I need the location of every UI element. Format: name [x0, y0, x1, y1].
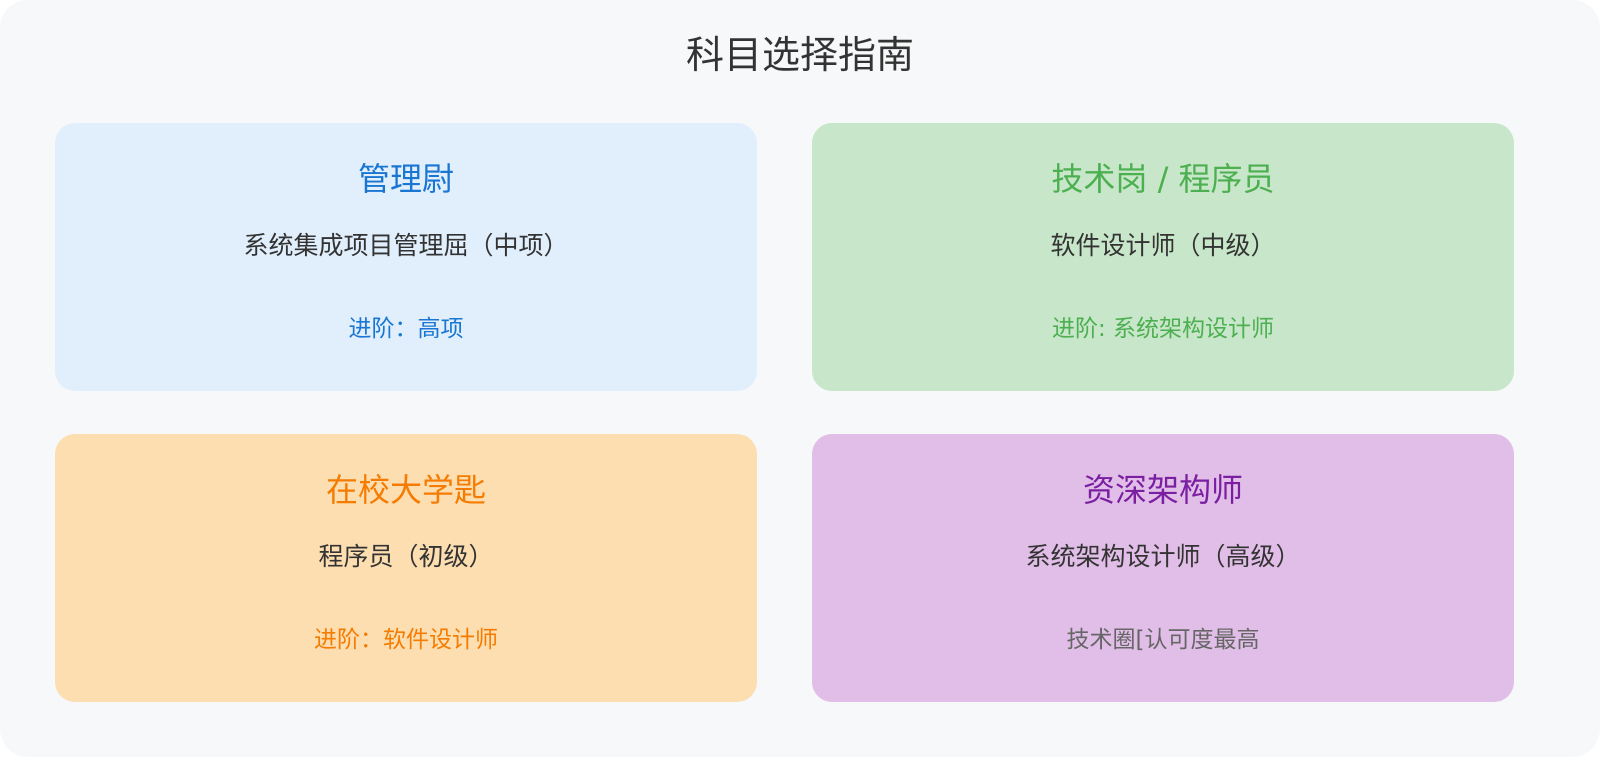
- card-title: 管理尉: [357, 160, 454, 198]
- card-management: 管理尉 系统集成项目管理屈（中项） 进阶：高项: [55, 123, 757, 391]
- card-title: 技术岗 / 程序员: [1051, 160, 1275, 198]
- card-subject: 软件设计师（中级）: [1050, 231, 1276, 260]
- card-senior-architect: 资深架构师 系统架构设计师（高级） 技术圈[认可度最高: [812, 434, 1514, 702]
- card-subject: 程序员（初级）: [318, 542, 494, 571]
- card-tech-programmer: 技术岗 / 程序员 软件设计师（中级） 进阶: 系统架构设计师: [812, 123, 1514, 391]
- card-note: 进阶：高项: [348, 316, 464, 342]
- card-note: 进阶：软件设计师: [314, 627, 498, 653]
- card-title: 在校大学匙: [325, 471, 486, 509]
- card-student: 在校大学匙 程序员（初级） 进阶：软件设计师: [55, 434, 757, 702]
- card-subject: 系统架构设计师（高级）: [1025, 542, 1301, 571]
- card-subject: 系统集成项目管理屈（中项）: [243, 231, 569, 260]
- page-title: 科目选择指南: [685, 33, 914, 77]
- card-note: 技术圈[认可度最高: [1066, 627, 1260, 653]
- card-title: 资深架构师: [1082, 471, 1243, 509]
- card-note: 进阶: 系统架构设计师: [1051, 316, 1275, 342]
